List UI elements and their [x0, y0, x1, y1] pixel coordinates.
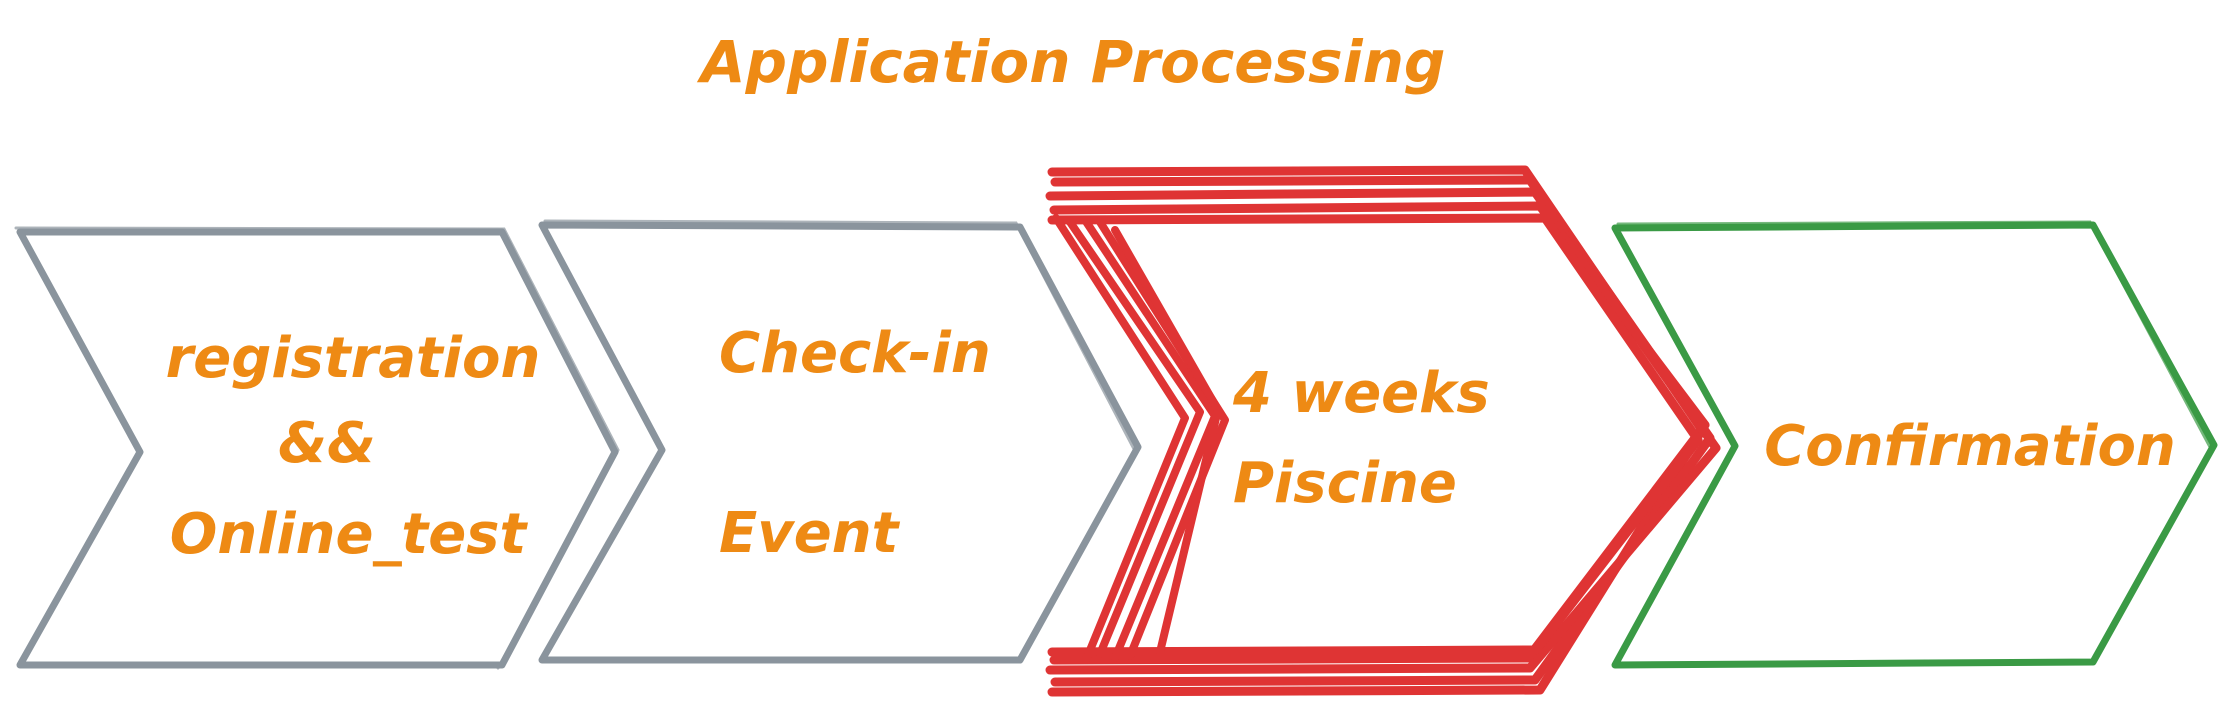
step-piscine-arrow: [1045, 165, 1721, 697]
step-confirmation: Confirmation: [1611, 220, 2218, 669]
step-piscine-line-2: Piscine: [1233, 451, 1457, 516]
step-check-in-line-1: Check-in: [719, 321, 991, 386]
step-confirmation-line-1: Confirmation: [1764, 414, 2176, 479]
step-registration-arrow: [16, 228, 619, 669]
step-check-in: Check-in Event: [538, 219, 1142, 664]
step-piscine-line-1: 4 weeks: [1232, 361, 1490, 426]
step-registration-line-1: registration: [166, 326, 541, 391]
step-registration-line-3: Online_test: [170, 502, 529, 567]
step-check-in-line-3: Event: [719, 501, 901, 566]
step-piscine: 4 weeks Piscine: [1045, 165, 1721, 697]
diagram-title: Application Processing: [697, 28, 1446, 96]
step-check-in-arrow: [538, 221, 1142, 664]
step-registration: registration && Online_test: [14, 226, 620, 670]
step-registration-line-2: &&: [278, 411, 376, 476]
